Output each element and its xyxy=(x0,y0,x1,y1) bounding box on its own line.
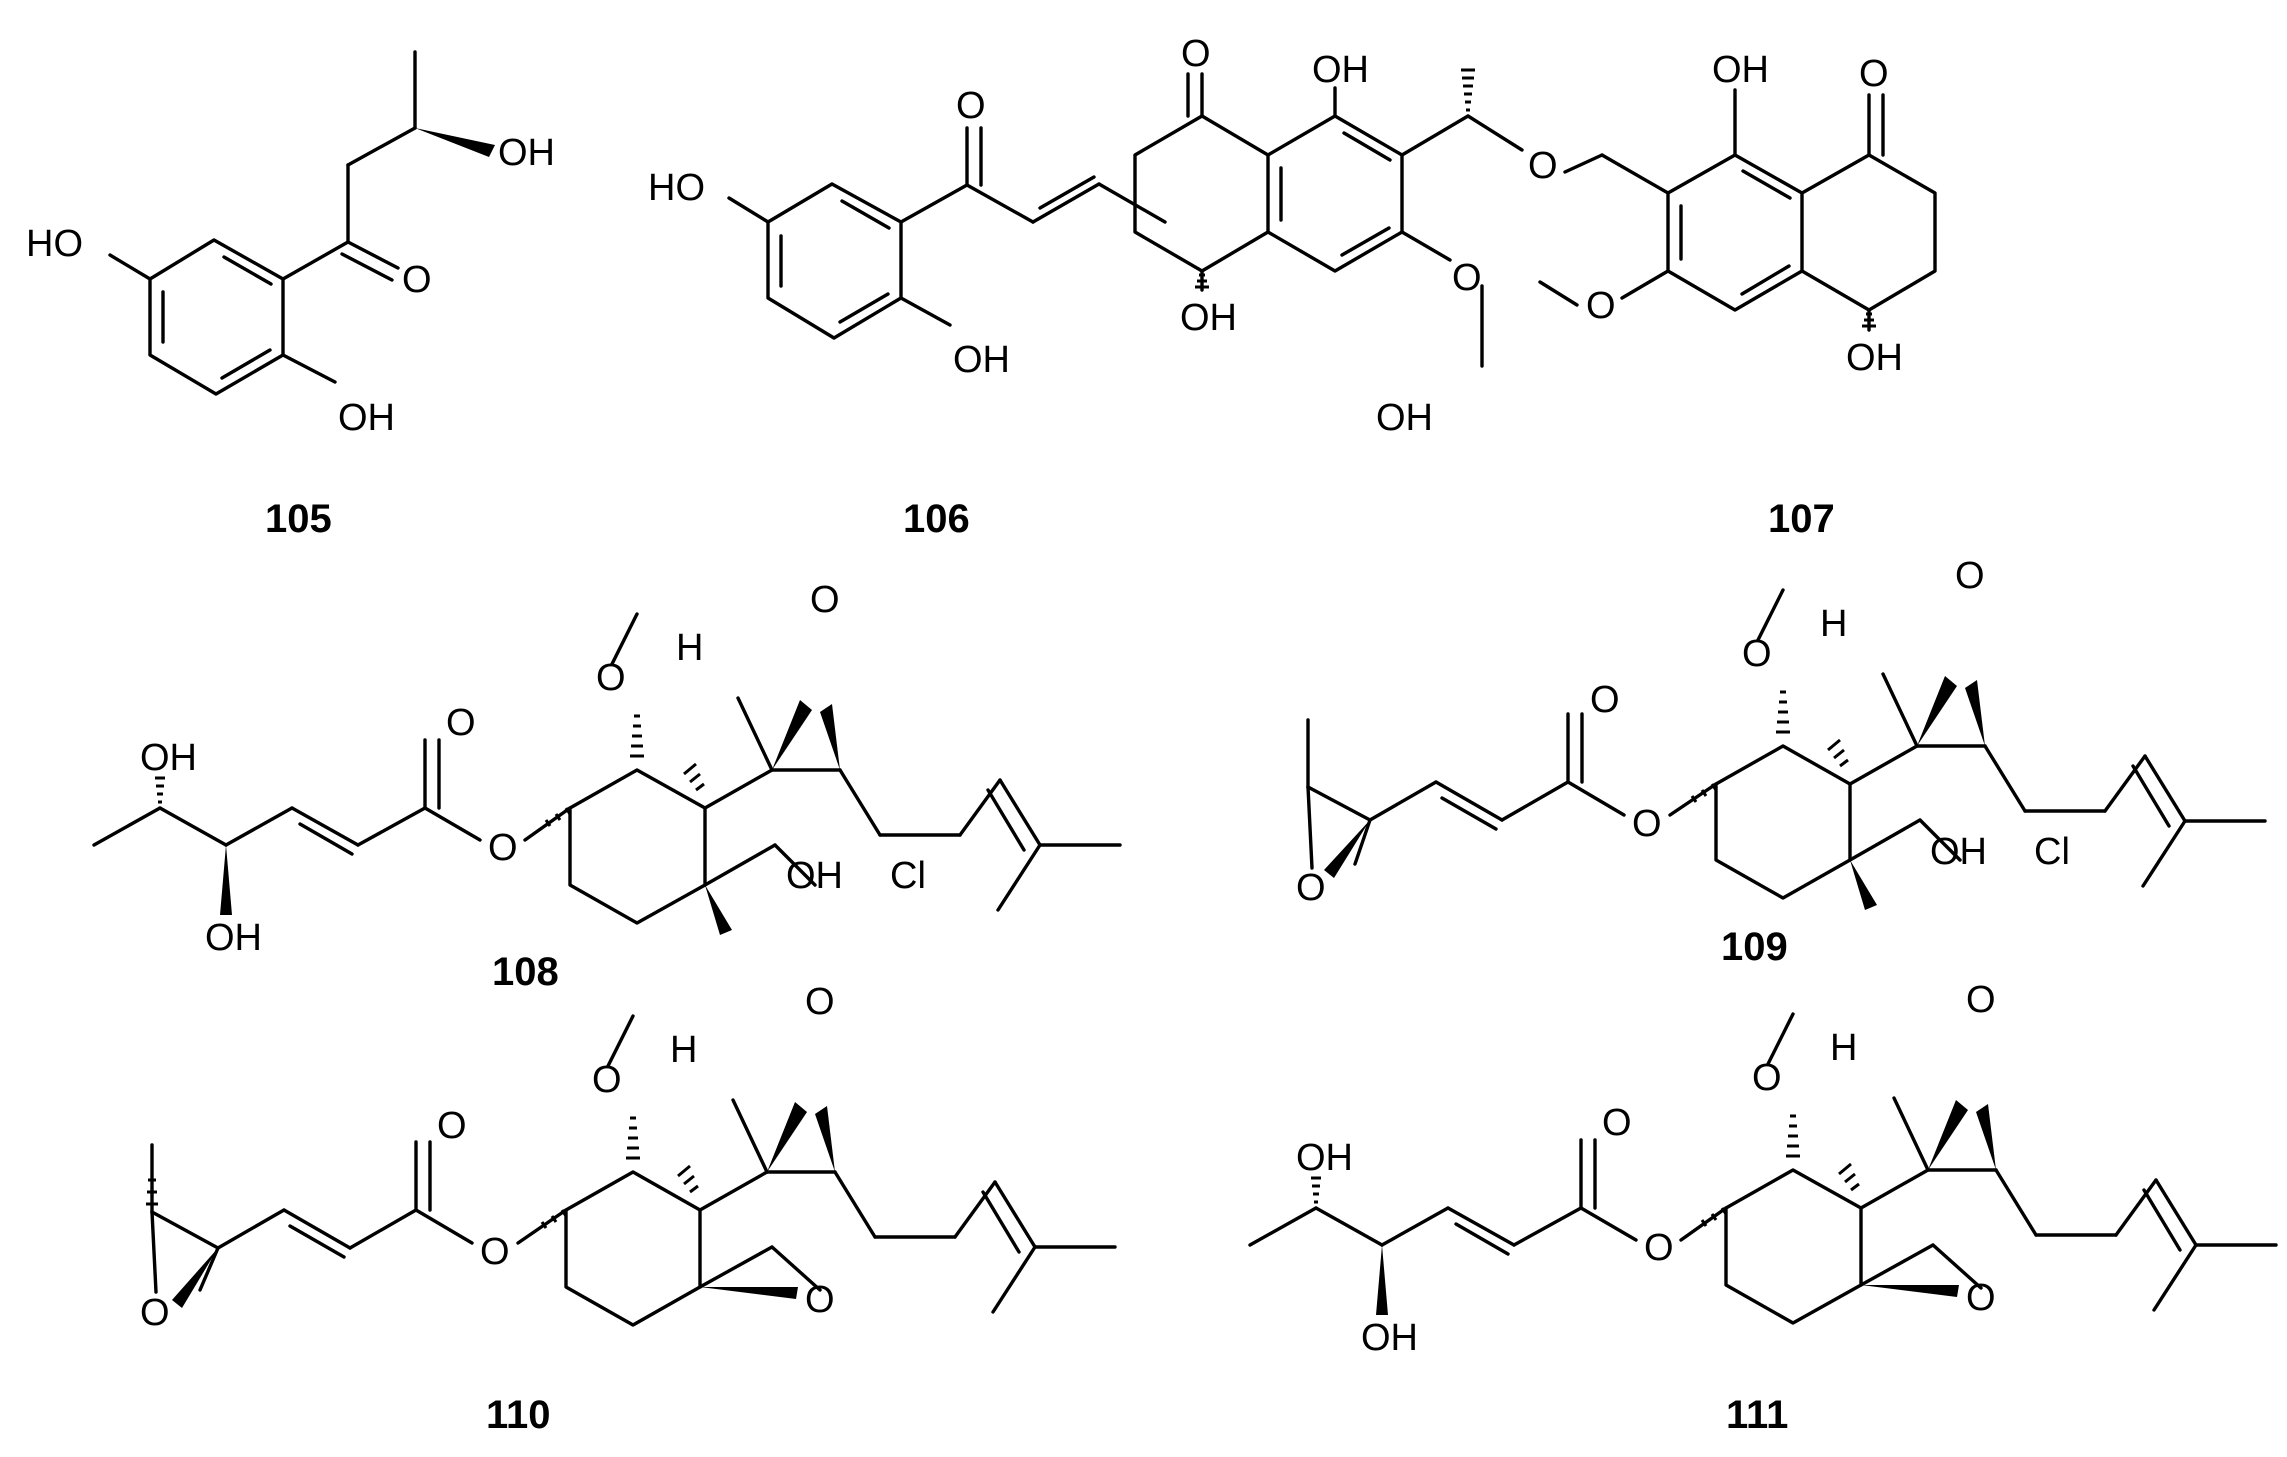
structure-106: HO O OH 106 xyxy=(648,85,1167,541)
atom-label-o: O xyxy=(592,1059,622,1101)
atom-label-ho: HO xyxy=(26,223,83,265)
atom-label-o: O xyxy=(1181,33,1211,75)
atom-label-oh: OH xyxy=(1296,1137,1353,1179)
compound-number: 111 xyxy=(1726,1393,1788,1437)
atom-label-h: H xyxy=(1820,603,1847,645)
atom-label-h: H xyxy=(1830,1027,1857,1069)
atom-label-oh: OH xyxy=(338,397,395,439)
structure-107: O OH OH O OH O OH O O OH 107 xyxy=(1133,33,1937,541)
compound-number: 105 xyxy=(265,497,332,541)
atom-label-oh: OH xyxy=(1712,49,1769,91)
atom-label-o: O xyxy=(1752,1057,1782,1099)
atom-label-o: O xyxy=(488,827,518,869)
atom-label-o: O xyxy=(437,1105,467,1147)
atom-label-cl: Cl xyxy=(890,855,926,897)
atom-label-oh: OH xyxy=(786,855,843,897)
compound-number: 107 xyxy=(1768,497,1835,541)
atom-label-oh: OH xyxy=(140,737,197,779)
atom-label-oh: OH xyxy=(205,917,262,959)
atom-label-h: H xyxy=(676,627,703,669)
atom-label-oh: OH xyxy=(498,132,555,174)
atom-label-oh: OH xyxy=(1361,1317,1418,1359)
atom-label-o: O xyxy=(1528,145,1558,187)
atom-label-o: O xyxy=(1644,1227,1674,1269)
atom-label-o: O xyxy=(805,981,835,1023)
atom-label-oh: OH xyxy=(1376,397,1433,439)
atom-label-o: O xyxy=(1966,979,1996,1021)
structure-111: OH OH O O O H O O 111 xyxy=(1248,979,2278,1437)
atom-label-oh: OH xyxy=(1930,831,1987,873)
atom-label-o: O xyxy=(1955,555,1985,597)
atom-label-oh: OH xyxy=(953,339,1010,381)
atom-label-o: O xyxy=(596,657,626,699)
atom-label-oh: OH xyxy=(1846,337,1903,379)
atom-label-oh: OH xyxy=(1180,297,1237,339)
atom-label-o: O xyxy=(1590,679,1620,721)
atom-label-h: H xyxy=(670,1029,697,1071)
atom-label-o: O xyxy=(1742,633,1772,675)
atom-label-o: O xyxy=(805,1279,835,1321)
atom-label-o: O xyxy=(1859,53,1889,95)
atom-label-ho: HO xyxy=(648,167,705,209)
atom-label-o: O xyxy=(1296,867,1326,909)
structure-109: O O O O H O OH Cl 109 xyxy=(1296,555,2267,969)
atom-label-o: O xyxy=(956,85,986,127)
compound-number: 108 xyxy=(492,950,559,994)
atom-label-o: O xyxy=(446,702,476,744)
atom-label-o: O xyxy=(1602,1102,1632,1144)
atom-label-o: O xyxy=(402,259,432,301)
atom-label-o: O xyxy=(1966,1277,1996,1319)
atom-label-oh: OH xyxy=(1312,49,1369,91)
compound-number: 109 xyxy=(1721,925,1788,969)
atom-label-o: O xyxy=(140,1292,170,1334)
atom-label-cl: Cl xyxy=(2034,831,2070,873)
atom-label-o: O xyxy=(810,579,840,621)
structure-108: OH OH O O O H O OH Cl 108 xyxy=(92,579,1122,994)
atom-label-o: O xyxy=(1632,803,1662,845)
atom-label-o: O xyxy=(480,1231,510,1273)
atom-label-o: O xyxy=(1452,257,1482,299)
atom-label-o: O xyxy=(1586,285,1616,327)
compound-number: 110 xyxy=(486,1393,551,1437)
structure-105: HO O OH OH 105 xyxy=(26,50,555,541)
structure-110: O O O O H O O 110 xyxy=(140,981,1117,1437)
compound-number: 106 xyxy=(903,497,970,541)
